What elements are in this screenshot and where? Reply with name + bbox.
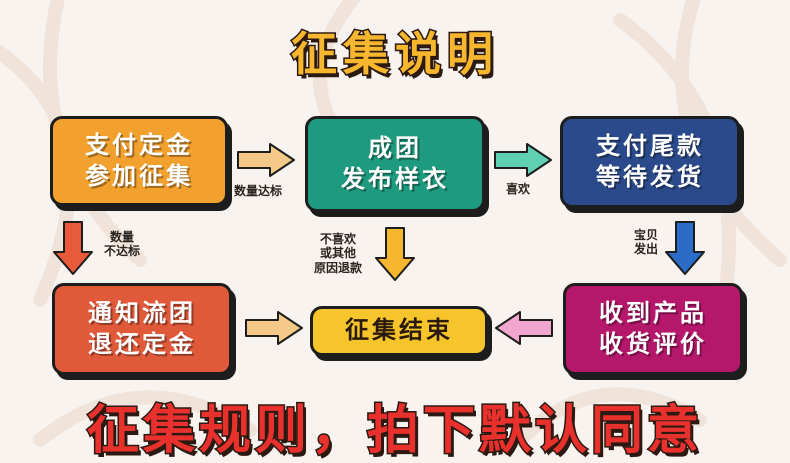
label-line: 不达标 — [104, 244, 141, 259]
step-line: 通知流团 — [88, 298, 196, 327]
step-line: 发布样衣 — [341, 165, 449, 193]
label-line: 发出 — [634, 242, 659, 257]
label-line: 原因退款 — [314, 260, 363, 275]
rules-banner: 征集规则，拍下默认同意 — [85, 400, 703, 463]
arrow-label-like: 喜欢 — [506, 182, 531, 196]
step-group-formed: 成团 发布样衣 — [305, 116, 485, 212]
step-pay-deposit: 支付定金 参加征集 — [50, 116, 228, 206]
step-line: 成团 — [368, 133, 422, 162]
label-line: 或其他 — [320, 246, 357, 261]
arrow-label-dislike: 不喜欢 或其他 原因退款 — [314, 232, 362, 275]
step-collection-end: 征集结束 — [310, 306, 488, 356]
step-pay-balance: 支付尾款 等待发货 — [560, 116, 740, 208]
step-line: 支付定金 — [85, 130, 193, 159]
arrow-label-quantity-reached: 数量达标 — [234, 184, 283, 198]
label-line: 数量 — [110, 230, 135, 244]
arrow-down-icon — [53, 221, 93, 275]
arrow-left-icon — [495, 311, 553, 345]
step-line: 参加征集 — [85, 162, 193, 190]
step-line: 支付尾款 — [596, 131, 704, 160]
arrow-label-shipped: 宝贝 发出 — [634, 228, 658, 257]
arrow-right-icon — [494, 143, 552, 177]
step-line: 等待发货 — [596, 163, 704, 191]
arrow-label-quantity-not-reached: 数量 不达标 — [104, 230, 140, 259]
page-title: 征集说明 — [290, 26, 499, 83]
step-receive-review: 收到产品 收货评价 — [563, 283, 743, 375]
step-line: 收到产品 — [599, 298, 707, 327]
arrow-right-icon — [245, 311, 303, 345]
step-notify-refund: 通知流团 退还定金 — [52, 283, 232, 375]
arrow-right-icon — [237, 143, 295, 177]
step-line: 征集结束 — [345, 316, 453, 345]
label-line: 不喜欢 — [320, 232, 357, 246]
flow-arrows — [53, 143, 705, 345]
label-line: 宝贝 — [634, 228, 659, 242]
arrow-down-icon — [665, 221, 705, 275]
arrow-down-icon — [375, 227, 415, 281]
step-line: 收货评价 — [599, 330, 707, 358]
step-line: 退还定金 — [88, 330, 196, 358]
